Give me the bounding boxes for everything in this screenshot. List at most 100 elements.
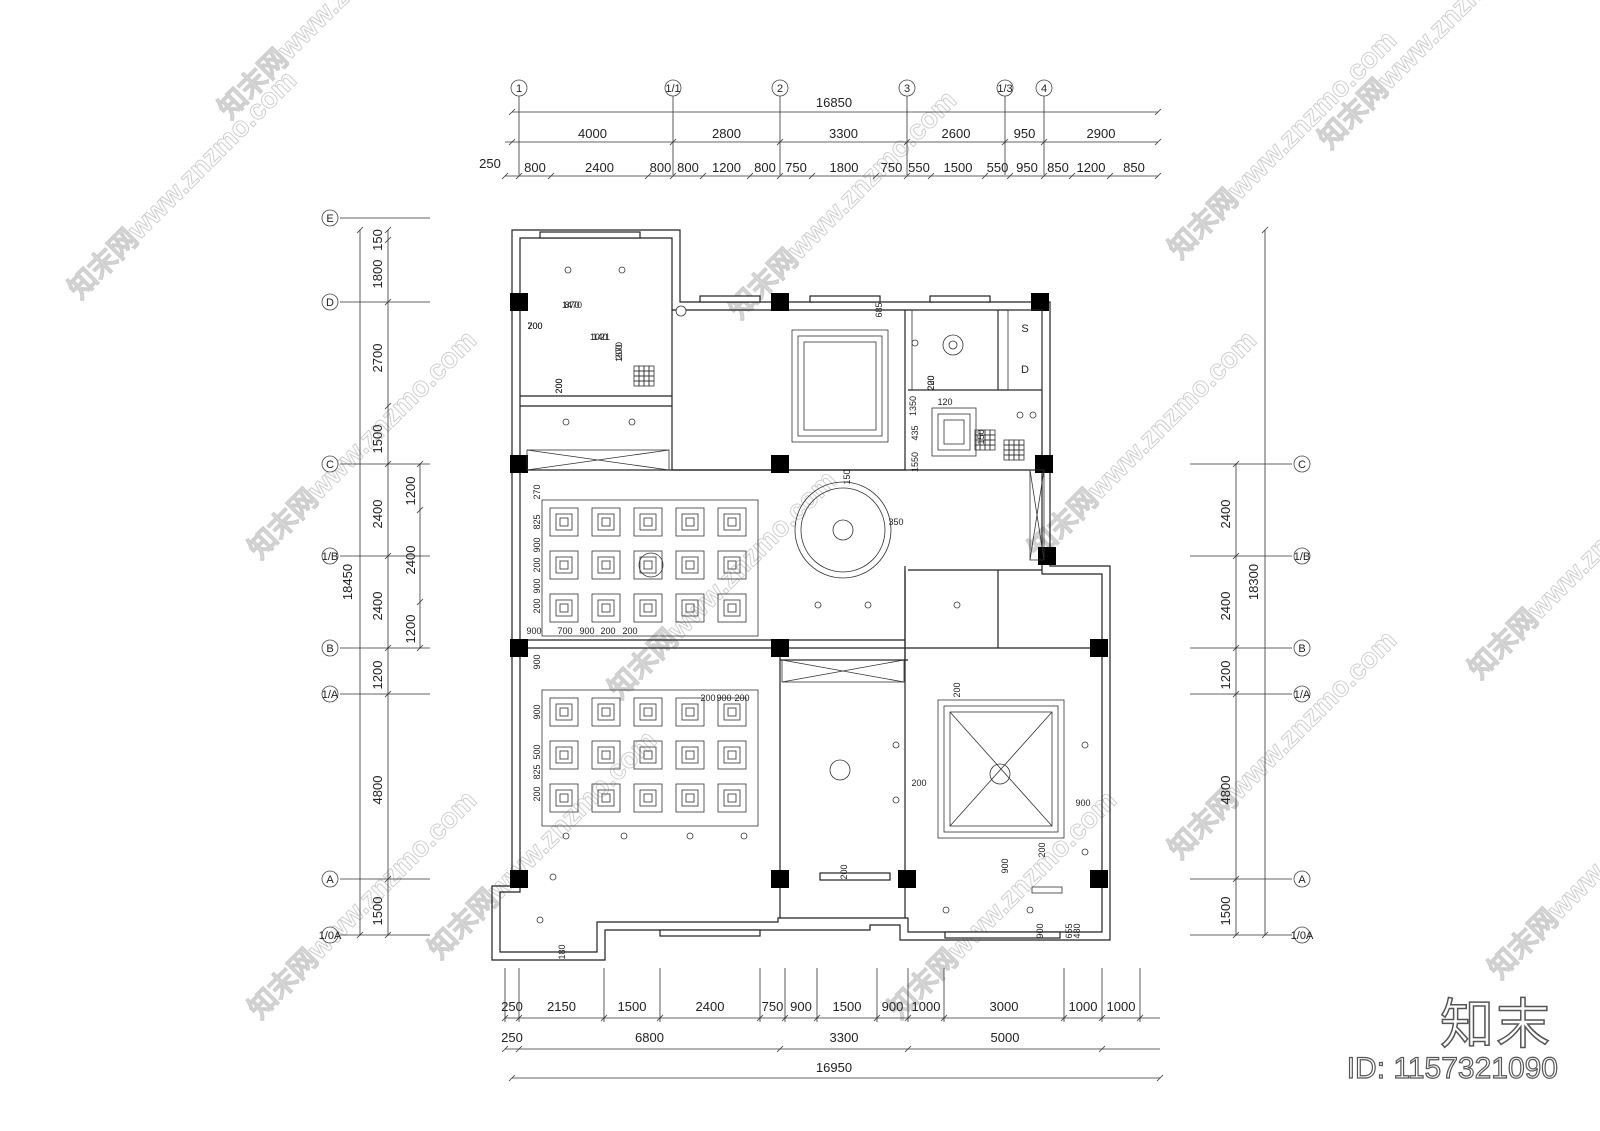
watermark-text: 知末网www.znzmo.com bbox=[242, 323, 483, 564]
dim-right-row1: 1200 bbox=[1218, 661, 1233, 690]
axis-bubble bbox=[321, 870, 339, 888]
coffer-core bbox=[643, 603, 653, 613]
coffer-inner bbox=[555, 746, 573, 764]
square-ceiling-mid bbox=[943, 705, 1059, 833]
dim-left-row1: 1800 bbox=[370, 260, 385, 289]
structural-column bbox=[771, 455, 789, 473]
room-dimension: 350 bbox=[888, 517, 903, 527]
axis-label: 2 bbox=[777, 83, 783, 95]
coffer-outer bbox=[549, 593, 579, 623]
downlight bbox=[1081, 741, 1089, 749]
dimension-tick bbox=[416, 506, 424, 514]
room-dimension: 200 bbox=[614, 344, 624, 359]
dimension-tick bbox=[699, 172, 707, 180]
tile bbox=[638, 365, 645, 372]
structural-column bbox=[1090, 870, 1108, 888]
window bbox=[929, 295, 991, 303]
downlight bbox=[1081, 848, 1089, 856]
dim-top-row2: 750 bbox=[785, 160, 807, 175]
axis-label: E bbox=[326, 213, 333, 225]
structural-column bbox=[510, 455, 528, 473]
structural-column bbox=[771, 293, 789, 311]
dimension-tick bbox=[384, 552, 392, 560]
dim-top-row2: 800 bbox=[650, 160, 672, 175]
tile bbox=[1013, 454, 1020, 461]
coffer-core bbox=[643, 707, 653, 717]
tile bbox=[1018, 444, 1025, 451]
window bbox=[659, 929, 761, 937]
room-dimension: 200 bbox=[622, 626, 637, 636]
room-dimension: 200 bbox=[527, 321, 542, 331]
tile bbox=[643, 380, 650, 387]
room-dimension: 200 bbox=[700, 693, 715, 703]
coffer-outer bbox=[633, 783, 663, 813]
coffer-outer bbox=[633, 550, 663, 580]
coffer-inner bbox=[681, 703, 699, 721]
dimension-tick bbox=[416, 460, 424, 468]
window bbox=[819, 872, 891, 881]
dim-top-row1: 2900 bbox=[1087, 126, 1116, 141]
tile bbox=[1013, 444, 1020, 451]
coffer-outer bbox=[633, 697, 663, 727]
downlight bbox=[618, 266, 626, 274]
structural-column bbox=[1031, 293, 1049, 311]
room-dimension: 200 bbox=[600, 626, 615, 636]
dimension-tick bbox=[501, 1045, 509, 1053]
watermark-text: 知末网www.znzmo.com bbox=[722, 83, 963, 324]
dimension-tick bbox=[356, 226, 364, 234]
dimension-tick bbox=[1232, 644, 1240, 652]
room-dimension: 270 bbox=[532, 484, 542, 499]
room-dimension: 900 bbox=[1035, 923, 1045, 938]
room-dimension: 200 bbox=[554, 378, 564, 393]
coffer-core bbox=[727, 560, 737, 570]
coffer-inner bbox=[723, 703, 741, 721]
coffer-outer bbox=[549, 507, 579, 537]
coffer-outer bbox=[591, 697, 621, 727]
dim-left-row1: 2400 bbox=[370, 500, 385, 529]
room-dimension: 200 bbox=[532, 786, 542, 801]
dim-top-row2: 850 bbox=[1047, 160, 1069, 175]
dimension-tick bbox=[1232, 552, 1240, 560]
tile bbox=[1018, 454, 1025, 461]
cabinet bbox=[1029, 469, 1045, 561]
dimension-tick bbox=[746, 172, 754, 180]
dim-top-row1: 4000 bbox=[578, 126, 607, 141]
tile bbox=[643, 375, 650, 382]
axis-label: C bbox=[1298, 459, 1306, 471]
coffer-core bbox=[601, 560, 611, 570]
coffer-outer bbox=[633, 740, 663, 770]
coffer-inner bbox=[597, 746, 615, 764]
dim-top-row2: 800 bbox=[524, 160, 546, 175]
dimension-tick bbox=[904, 1045, 912, 1053]
dim-top-row1: 2600 bbox=[942, 126, 971, 141]
coffer-outer bbox=[717, 697, 747, 727]
axis-bubble bbox=[321, 547, 339, 565]
coffer-inner bbox=[555, 556, 573, 574]
structural-column bbox=[510, 293, 528, 311]
downlight bbox=[814, 601, 822, 609]
tile bbox=[984, 444, 991, 451]
dimension-tick bbox=[872, 172, 880, 180]
room-dimension: 1470 bbox=[562, 300, 582, 310]
room-letter: S bbox=[1021, 323, 1028, 335]
tile bbox=[1018, 439, 1025, 446]
tile bbox=[638, 370, 645, 377]
coffer-core bbox=[727, 707, 737, 717]
room-dimension: 1550 bbox=[910, 452, 920, 472]
dimension-tick bbox=[1098, 1045, 1106, 1053]
downlight bbox=[864, 601, 872, 609]
dimension-tick bbox=[981, 172, 989, 180]
downlight bbox=[740, 832, 748, 840]
tile bbox=[648, 380, 655, 387]
coffer-core bbox=[643, 560, 653, 570]
axis-label: 1/3 bbox=[997, 83, 1012, 95]
coffer-core bbox=[727, 793, 737, 803]
dim-top-row2: 250 bbox=[479, 156, 501, 171]
room-dimension: 1670 bbox=[614, 342, 624, 362]
dim-right-row1: 4800 bbox=[1218, 776, 1233, 805]
cabinet-cross bbox=[526, 449, 670, 471]
dome-inner bbox=[800, 487, 886, 573]
coffer-inner bbox=[597, 513, 615, 531]
dim-top-row1: 3300 bbox=[829, 126, 858, 141]
